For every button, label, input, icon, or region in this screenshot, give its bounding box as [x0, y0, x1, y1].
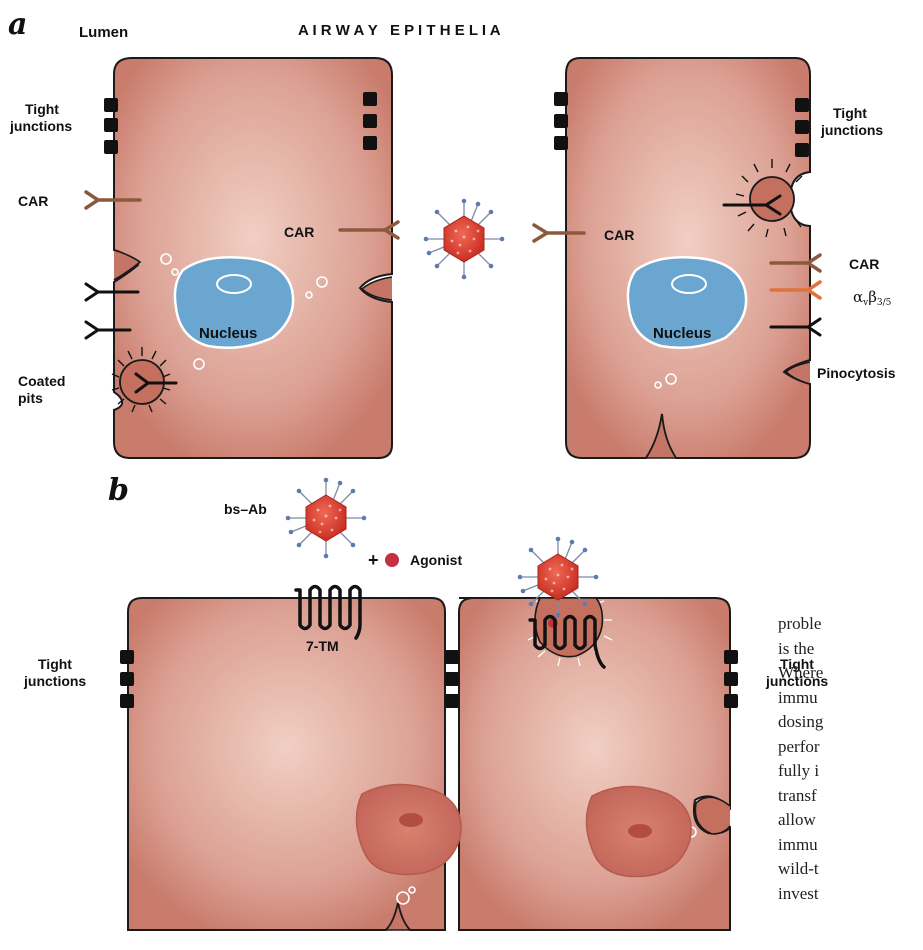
tight-junctions-a-right-l2: junctions: [820, 122, 883, 138]
body-text-column: proble is the Where immu dosing perfor f…: [778, 612, 923, 950]
adenovirus-bs-ab-complex: [286, 478, 367, 559]
body-text-line: immu: [778, 833, 923, 858]
nucleus-b-left: [356, 784, 461, 874]
adenovirus-particle-free: [424, 199, 505, 280]
diagram-title: A I R W A Y E P I T H E L I A: [298, 22, 501, 39]
body-text-line: perfor: [778, 735, 923, 760]
lumen-label: Lumen: [79, 24, 128, 41]
body-text-line: fully i: [778, 759, 923, 784]
panel-b-letter: b: [108, 473, 129, 508]
body-text-line: Where: [778, 661, 923, 686]
tight-junctions-a-left-l2: junctions: [9, 118, 72, 134]
agonist-dot: [385, 553, 399, 567]
car-label-mid-left: CAR: [284, 224, 314, 240]
body-text-line: invest: [778, 882, 923, 907]
panel-a: a Lumen A I R W A Y E P I T H E L I A Ti…: [8, 7, 896, 458]
tight-junctions-b-left-l1: Tight: [38, 656, 72, 672]
integrin-label: αvβ3/5: [853, 288, 892, 308]
bs-ab-label: bs–Ab: [224, 501, 267, 517]
plus-sign: +: [368, 550, 379, 570]
car-label-mid-right: CAR: [604, 227, 634, 243]
nucleus-b-right: [586, 786, 691, 876]
car-label-left: CAR: [18, 193, 48, 209]
coated-pits-l1: Coated: [18, 373, 65, 389]
car-label-right: CAR: [849, 256, 879, 272]
coated-pits-l2: pits: [18, 390, 43, 406]
nucleus-label-right: Nucleus: [653, 325, 711, 342]
tight-junctions-a-left-l1: Tight: [25, 101, 59, 117]
body-text-line: immu: [778, 686, 923, 711]
body-text-line: transf: [778, 784, 923, 809]
body-text-line: allow: [778, 808, 923, 833]
tight-junctions-b-left-l2: junctions: [23, 673, 86, 689]
nucleus-label-left: Nucleus: [199, 325, 257, 342]
body-text-line: wild-t: [778, 857, 923, 882]
tight-junctions-a-right-l1: Tight: [833, 105, 867, 121]
body-text-line: proble: [778, 612, 923, 637]
panel-a-letter: a: [8, 7, 27, 42]
pinocytosis-label: Pinocytosis: [817, 365, 896, 381]
body-text-line: is the: [778, 637, 923, 662]
body-text-line: dosing: [778, 710, 923, 735]
seven-tm-label: 7-TM: [306, 638, 339, 654]
cell-b-left: [128, 598, 445, 930]
agonist-label: Agonist: [410, 552, 462, 568]
adenovirus-internalizing: [518, 537, 599, 618]
panel-b: b bs–Ab + Agonist Tight junctions Tight …: [23, 473, 828, 930]
